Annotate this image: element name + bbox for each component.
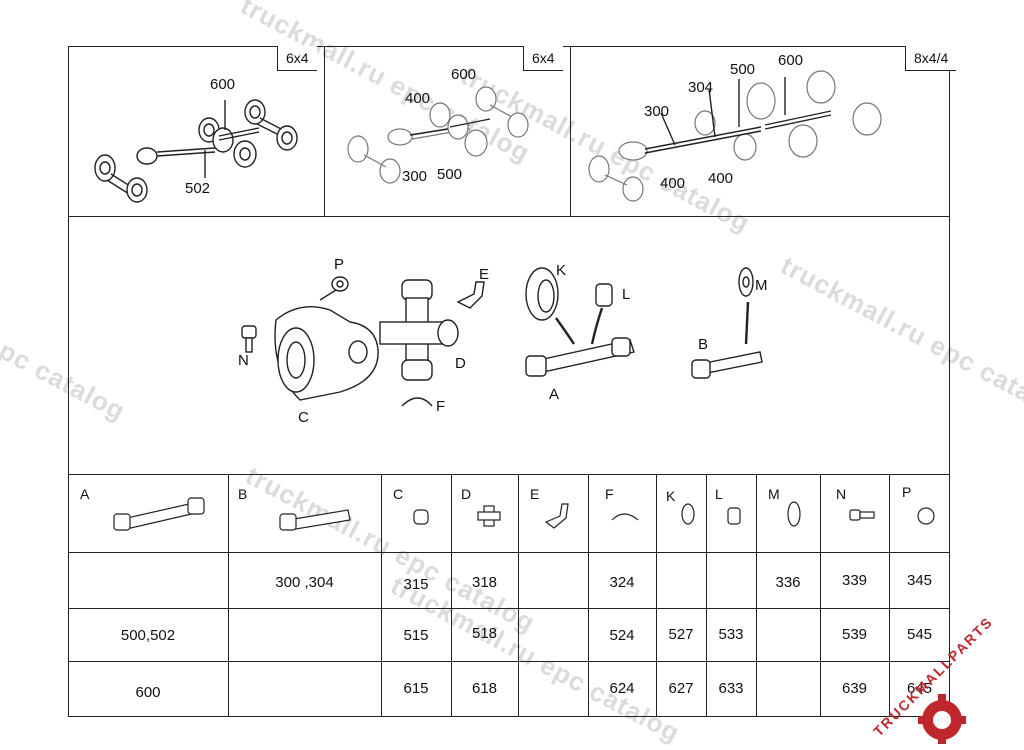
- label-300-a: 300: [402, 168, 428, 185]
- row1-n: 339: [841, 572, 868, 589]
- header-m: M: [768, 486, 780, 502]
- part-label-e: E: [479, 266, 490, 283]
- row1-d: 318: [471, 574, 498, 591]
- part-label-f: F: [436, 398, 446, 415]
- row2-f: 524: [609, 627, 635, 644]
- config-tag-2: 6x4: [523, 46, 563, 71]
- header-k: K: [666, 488, 676, 504]
- row2-n: 539: [841, 626, 868, 643]
- row3-a: 600: [135, 684, 161, 701]
- label-300-b: 300: [644, 103, 670, 120]
- row1-b: 300 ,304: [275, 574, 334, 591]
- row2-c: 515: [403, 627, 429, 644]
- part-label-d: D: [455, 355, 466, 372]
- row1-p: 345: [906, 572, 933, 589]
- row2-k: 527: [668, 626, 694, 643]
- row2-d: 518: [471, 625, 498, 642]
- label-400-a: 400: [405, 90, 431, 107]
- row2-p: 545: [906, 626, 933, 643]
- part-label-c: C: [298, 409, 309, 426]
- header-l: L: [715, 486, 723, 502]
- label-600-b: 600: [451, 66, 477, 83]
- part-label-b: B: [698, 336, 709, 353]
- row3-f: 624: [609, 680, 635, 697]
- row1-c: 315: [403, 576, 429, 593]
- part-label-a: A: [549, 386, 560, 403]
- label-500-b: 500: [730, 61, 756, 78]
- label-500-a: 500: [437, 166, 463, 183]
- config-tag-1: 6x4: [277, 46, 317, 71]
- part-label-n: N: [238, 352, 249, 369]
- row3-l: 633: [718, 680, 744, 697]
- header-a: A: [80, 486, 90, 502]
- part-label-p: P: [334, 256, 345, 273]
- label-400-c: 400: [708, 170, 734, 187]
- truckmall-logo-icon: [918, 694, 966, 744]
- axle-diagram-3: [588, 70, 882, 202]
- header-b: B: [238, 486, 248, 502]
- axle-diagram-1: [94, 99, 298, 203]
- header-thumbnails: [113, 497, 935, 531]
- header-f: F: [605, 486, 614, 502]
- label-502: 502: [185, 180, 211, 197]
- label-600-a: 600: [210, 76, 236, 93]
- label-600-c: 600: [778, 52, 804, 69]
- header-c: C: [393, 486, 404, 502]
- label-400-b: 400: [660, 175, 686, 192]
- row3-d: 618: [471, 680, 498, 697]
- part-label-l: L: [622, 286, 631, 303]
- row2-l: 533: [718, 626, 744, 643]
- row2-a: 500,502: [120, 627, 176, 644]
- row3-n: 639: [841, 680, 868, 697]
- row3-p: 645: [906, 680, 933, 697]
- row3-k: 627: [668, 680, 694, 697]
- header-e: E: [530, 486, 540, 502]
- parts-illustration: [241, 267, 763, 407]
- header-d: D: [461, 486, 472, 502]
- axle-diagram-2: [347, 86, 529, 184]
- config-tag-3: 8x4/4: [905, 46, 957, 71]
- part-label-m: M: [755, 277, 768, 294]
- label-304: 304: [688, 79, 714, 96]
- header-n: N: [836, 486, 847, 502]
- header-p: P: [902, 484, 912, 500]
- row1-m: 336: [775, 574, 801, 591]
- row1-f: 324: [609, 574, 635, 591]
- part-label-k: K: [556, 262, 567, 279]
- diagram-frame: [68, 46, 950, 717]
- row3-c: 615: [403, 680, 429, 697]
